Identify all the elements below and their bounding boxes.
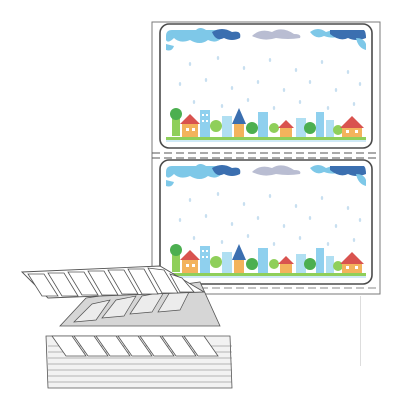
sheet-reflection xyxy=(360,296,361,366)
label-bottom xyxy=(159,159,373,285)
fanfold-stack xyxy=(20,265,233,389)
label-top xyxy=(159,23,373,149)
